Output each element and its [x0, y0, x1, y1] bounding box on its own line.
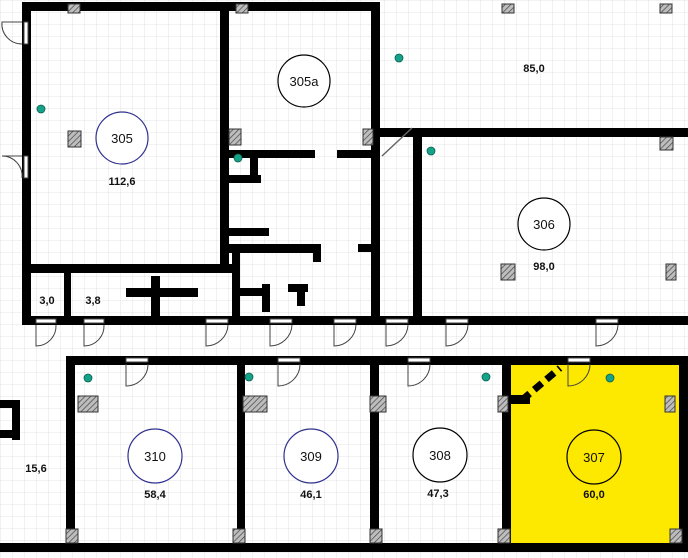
door-swing-icon	[269, 318, 293, 347]
room-id-label: 310	[144, 449, 166, 464]
room-id-circle	[517, 197, 571, 251]
diagonal-door[interactable]	[381, 127, 413, 157]
sensor-dot-icon	[36, 104, 46, 114]
room-id-label: 308	[429, 448, 451, 463]
sensor-dot-icon	[244, 372, 254, 382]
room-id-circle	[95, 111, 149, 165]
sensor-dot-icons[interactable]	[36, 53, 615, 383]
hatched-column-icon	[228, 128, 242, 146]
door-swing-icon	[385, 318, 409, 347]
sensor-dot-icon	[233, 153, 243, 163]
hatched-column-icons	[65, 3, 683, 544]
room-id-circle	[277, 54, 331, 108]
hatched-column-icon	[67, 3, 81, 14]
hatched-column-icon	[497, 395, 509, 413]
hatched-column-icon	[77, 395, 99, 413]
hatched-column-icon	[242, 395, 268, 413]
room-area-label: 46,1	[300, 489, 321, 501]
door-swing-icon	[445, 318, 469, 347]
door-swing-icon	[35, 318, 57, 347]
sensor-dot-icon	[394, 53, 404, 63]
sensor-dot-icon	[426, 146, 436, 156]
room-id-circle	[566, 429, 622, 485]
door-swing-icon	[277, 357, 301, 387]
door-swing-icon	[567, 357, 591, 387]
door-swing-icon	[1, 21, 29, 45]
hatched-column-icon	[232, 528, 246, 544]
room-area-label: 85,0	[523, 63, 544, 75]
hatched-column-icon	[664, 395, 676, 413]
hatched-column-icon	[369, 395, 387, 413]
room-306-marker[interactable]: 306	[517, 197, 571, 251]
hatched-column-icon	[659, 3, 673, 14]
room-308-marker[interactable]: 308	[412, 427, 468, 483]
hatched-column-icon	[235, 3, 249, 14]
hatched-column-icon	[665, 263, 677, 281]
room-id-label: 305	[111, 131, 133, 146]
room-area-label: 112,6	[109, 176, 136, 188]
hatched-column-icon	[669, 528, 683, 544]
room-area-label: 58,4	[144, 489, 166, 501]
room-id-circle	[412, 427, 468, 483]
door-swing-icon	[83, 318, 105, 347]
dashed-wall	[519, 365, 563, 403]
room-area-label: 60,0	[583, 489, 604, 501]
hatched-column-icon	[362, 128, 374, 146]
room-id-label: 305a	[290, 74, 320, 89]
door-swing-icon	[333, 318, 357, 347]
room-area-label: 47,3	[427, 488, 448, 500]
room-id-circle	[283, 428, 339, 484]
room-area-label: 3,8	[85, 295, 100, 307]
hatched-column-icon	[65, 528, 79, 544]
hatched-column-icon	[500, 263, 516, 281]
hatched-column-icon	[497, 528, 511, 544]
hatched-column-icon	[369, 528, 383, 544]
room-id-label: 306	[533, 217, 555, 232]
room-307-marker[interactable]: 307	[566, 429, 622, 485]
sensor-dot-icon	[605, 373, 615, 383]
door-swing-icon	[125, 357, 149, 387]
room-309-marker[interactable]: 309	[283, 428, 339, 484]
sensor-dot-icon	[481, 372, 491, 382]
room-310-marker[interactable]: 310	[127, 428, 183, 484]
room-area-label: 98,0	[533, 261, 554, 273]
room-id-label: 309	[300, 449, 322, 464]
room-id-label: 307	[583, 450, 605, 465]
room-id-circle	[127, 428, 183, 484]
room-305a-marker[interactable]: 305a	[277, 54, 331, 108]
room-area-label: 15,6	[25, 463, 46, 475]
hatched-column-icon	[659, 136, 674, 151]
sensor-dot-icon	[83, 373, 93, 383]
door-swing-icon	[407, 357, 431, 387]
hatched-column-icon	[501, 3, 515, 14]
door-swing-icon	[595, 318, 619, 347]
room-305-marker[interactable]: 305	[95, 111, 149, 165]
door-swing-icon	[1, 155, 29, 179]
door-swing-icon	[205, 318, 229, 347]
door-swing-icons[interactable]	[1, 21, 619, 387]
room-area-label: 3,0	[39, 295, 54, 307]
hatched-column-icon	[67, 130, 82, 148]
